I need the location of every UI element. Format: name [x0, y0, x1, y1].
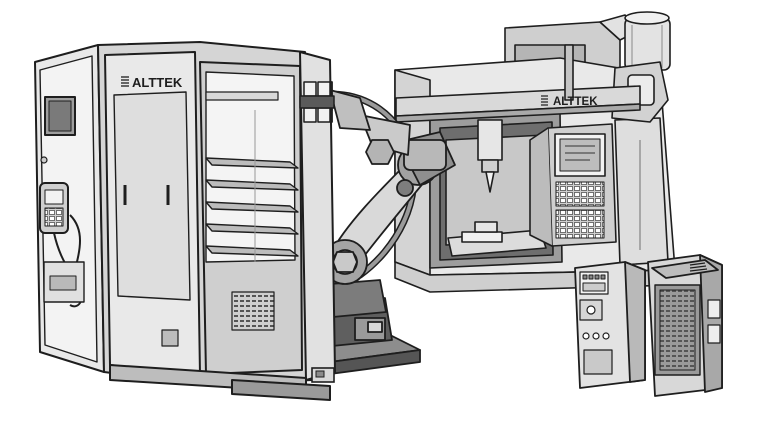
cnc-spindle [477, 119, 503, 193]
vent-grille [231, 291, 275, 331]
electrical-control-cabinet [574, 261, 646, 389]
cnc-control-panel [529, 123, 617, 247]
spindle-motor [624, 11, 671, 71]
rail-clamps [299, 81, 335, 123]
part-loading-cabinet: ALTTEK [34, 41, 336, 401]
part-drawers [205, 110, 299, 262]
gantry-brand-logo: ALTTEK [553, 96, 598, 108]
cabinet-brand-logo: ALTTEK [132, 75, 183, 90]
floor-junction-box [311, 367, 335, 383]
cabinet-brand-logo-mark [121, 76, 129, 87]
coolant-unit [647, 254, 723, 397]
